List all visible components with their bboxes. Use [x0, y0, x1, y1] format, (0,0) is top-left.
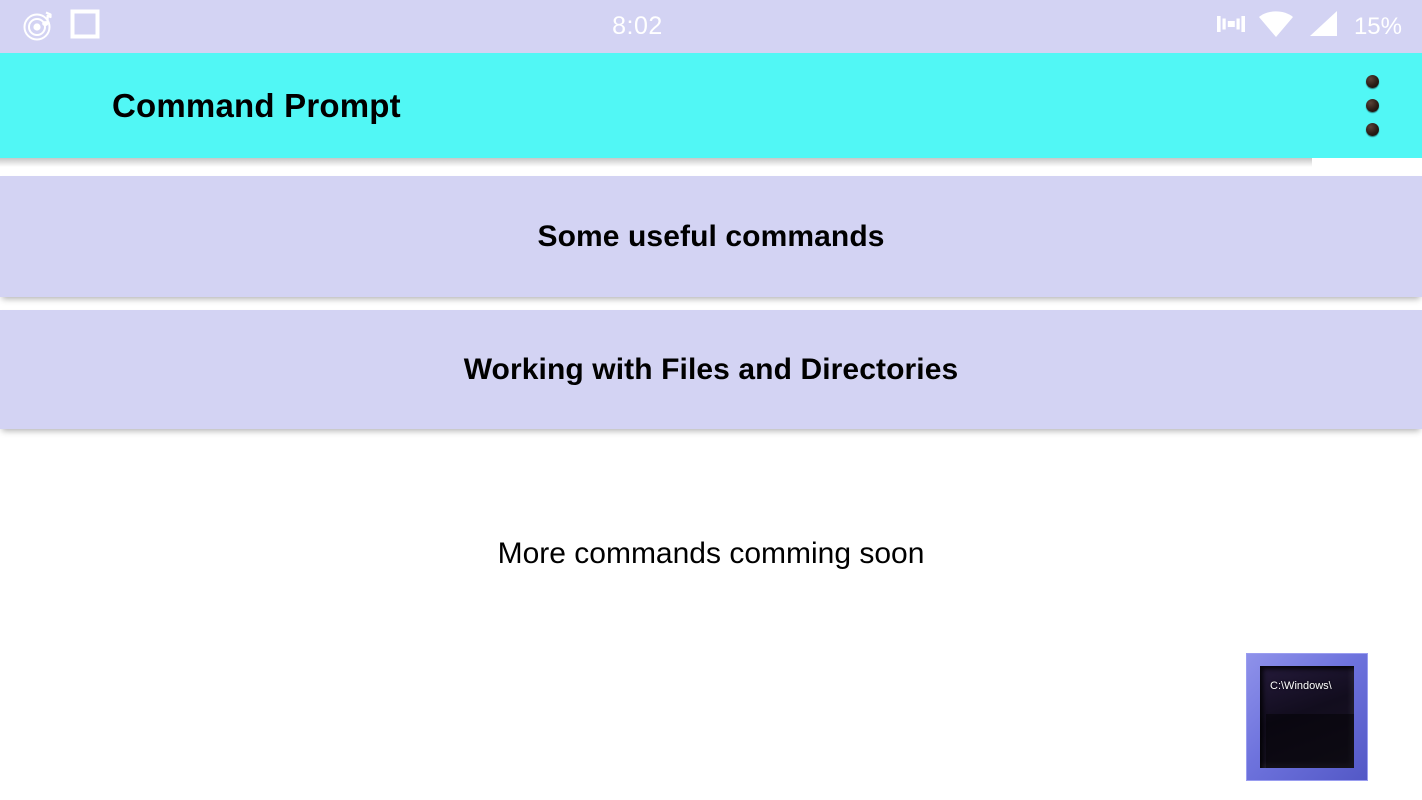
battery-percentage: 15% [1353, 12, 1402, 40]
status-bar-clock: 8:02 [612, 12, 663, 40]
list-item-label: Some useful commands [537, 219, 885, 253]
app-title: Command Prompt [112, 86, 401, 124]
square-outline-icon [70, 9, 100, 44]
status-bar-system-icons: 15% [1215, 9, 1422, 44]
command-prompt-screen: C:\Windows\ [1260, 666, 1354, 768]
list-item-label: Working with Files and Directories [463, 352, 959, 386]
command-prompt-path-text: C:\Windows\ [1270, 680, 1332, 692]
overflow-dot-1 [1366, 75, 1379, 88]
overflow-dot-3 [1366, 123, 1379, 136]
list-item-working-with-files-and-directories[interactable]: Working with Files and Directories [0, 310, 1422, 429]
list-item-some-useful-commands[interactable]: Some useful commands [0, 176, 1422, 297]
music-note-icon [22, 7, 56, 46]
command-prompt-icon: C:\Windows\ [1246, 653, 1368, 781]
overflow-menu-button[interactable] [1366, 75, 1379, 136]
status-bar: 8:02 [0, 0, 1422, 53]
app-bar-shadow [0, 158, 1312, 167]
coming-soon-text: More commands comming soon [497, 537, 925, 570]
cellular-signal-icon [1307, 9, 1339, 44]
overflow-dot-2 [1366, 99, 1379, 112]
app-bar: Command Prompt [0, 53, 1422, 158]
status-bar-notification-icons [0, 7, 100, 46]
wifi-icon [1258, 9, 1294, 44]
vibrate-icon [1215, 9, 1245, 44]
